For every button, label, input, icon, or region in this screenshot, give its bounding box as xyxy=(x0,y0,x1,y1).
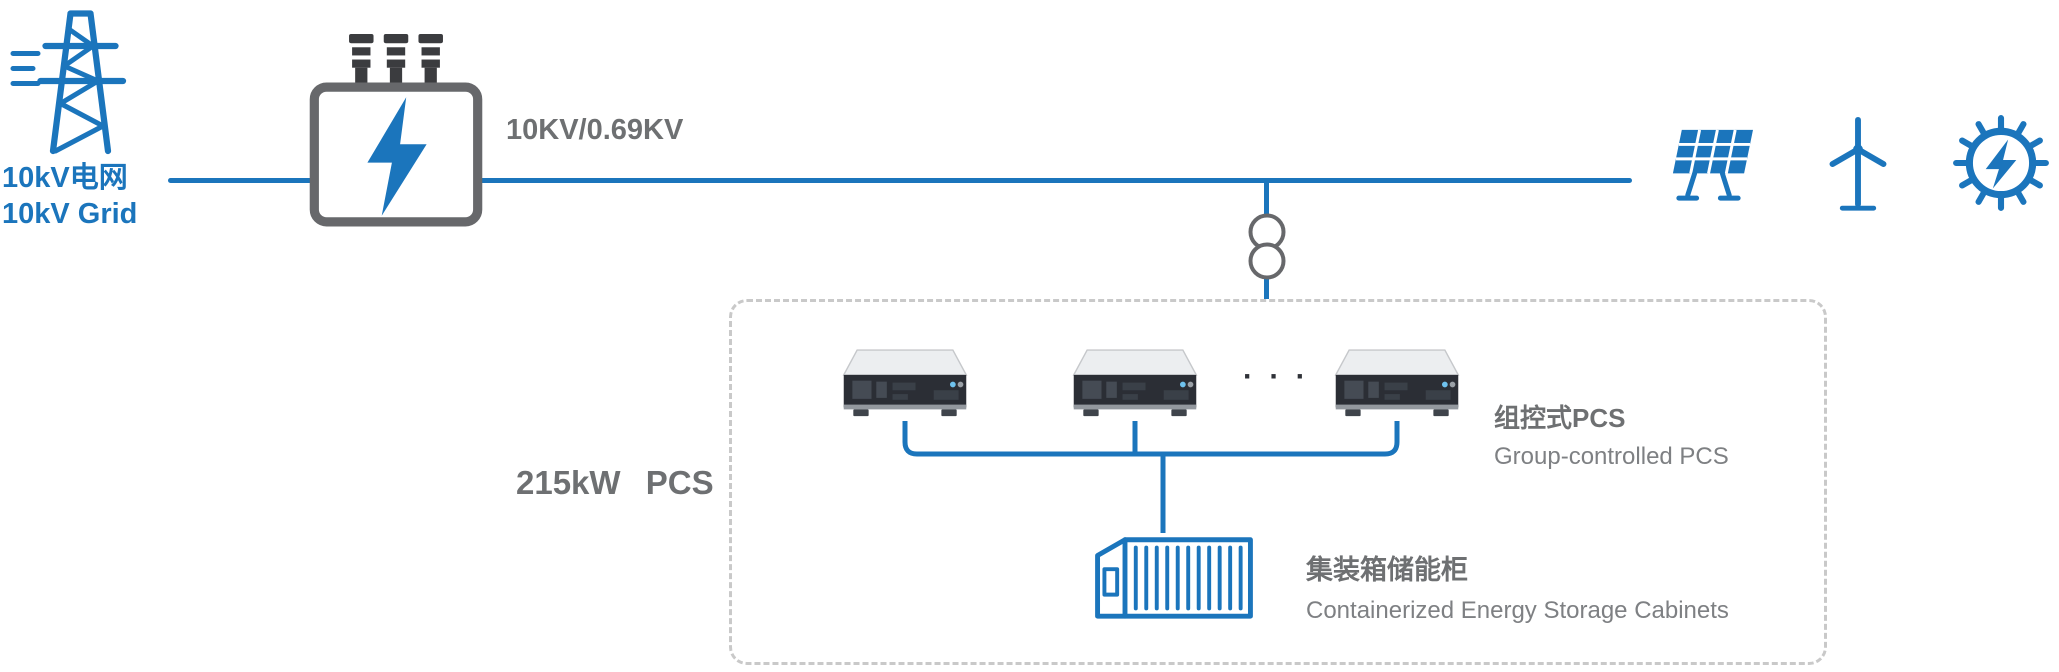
transformer-bushings xyxy=(349,34,443,91)
storage-label-en: Containerized Energy Storage Cabinets xyxy=(1306,597,1729,624)
pcs-unit xyxy=(1330,346,1464,423)
generator-gear-icon xyxy=(1950,112,2052,214)
grid-label: 10kV电网 10kV Grid xyxy=(2,160,137,232)
pcs-label-en: Group-controlled PCS xyxy=(1494,443,1729,470)
power-grid-tower-icon xyxy=(8,6,133,156)
grid-label-en: 10kV Grid xyxy=(2,198,138,230)
solar-panel-icon xyxy=(1657,122,1760,209)
pcs-unit xyxy=(1068,346,1202,423)
main-bus-line xyxy=(168,178,1632,183)
pcs-label-zh: 组控式PCS xyxy=(1494,403,1626,433)
pcs-bus-connector xyxy=(840,421,1440,533)
voltage-label: 10KV/0.69KV xyxy=(506,114,684,146)
transformer-icon xyxy=(308,34,484,228)
pcs-group-box xyxy=(729,299,1827,665)
lightning-bolt-icon xyxy=(1985,139,2017,189)
pcs-unit xyxy=(838,346,972,423)
isolation-transformer-symbol xyxy=(1245,212,1289,286)
pcs-power-label: 215kW PCS xyxy=(516,464,714,501)
grid-label-zh: 10kV电网 xyxy=(2,162,128,194)
pcs-label: 组控式PCS Group-controlled PCS xyxy=(1494,398,1729,471)
storage-container-icon xyxy=(1088,528,1260,626)
pcs-ellipsis: · · · xyxy=(1243,360,1310,393)
wind-turbine-icon xyxy=(1816,114,1900,216)
storage-label: 集装箱储能柜 Containerized Energy Storage Cabi… xyxy=(1306,548,1729,625)
lightning-bolt-icon xyxy=(367,97,427,216)
storage-label-zh: 集装箱储能柜 xyxy=(1306,555,1468,585)
